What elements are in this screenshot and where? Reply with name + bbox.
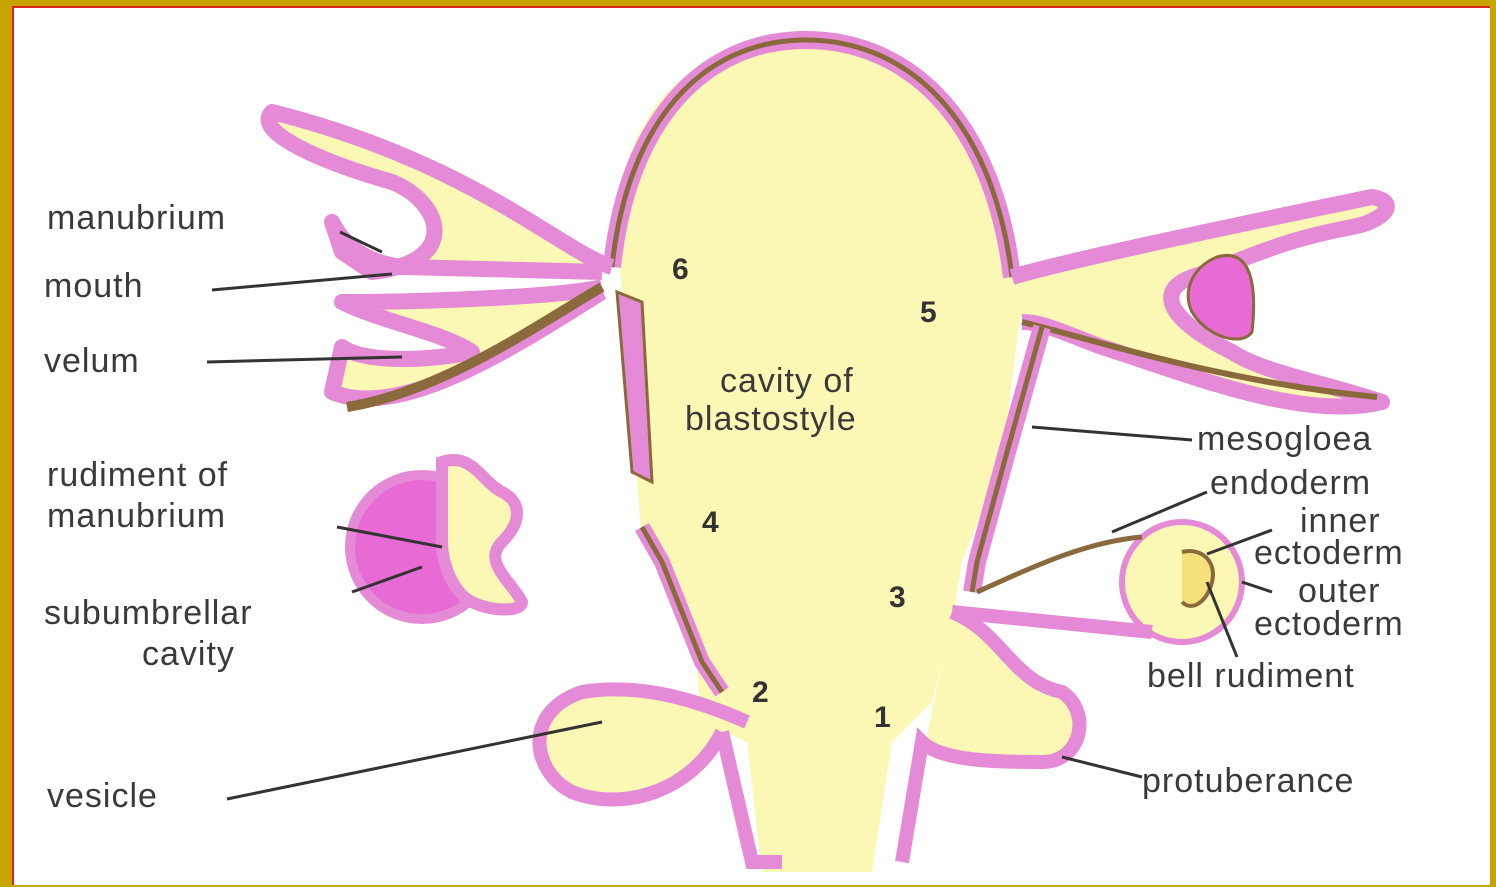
label-mesogloea: mesogloea	[1197, 420, 1372, 458]
leader-mesogloea	[1032, 427, 1192, 440]
diagram-panel: 6 5 4 3 2 1 cavity of blastostyle manubr…	[12, 6, 1490, 885]
label-outer-line2: ectoderm	[1254, 605, 1404, 643]
label-velum: velum	[44, 342, 140, 380]
rudiment-manubrium	[442, 460, 522, 610]
label-manubrium: manubrium	[47, 199, 226, 237]
label-cavity-line1: cavity of	[720, 362, 854, 400]
label-cavity-line2: blastostyle	[685, 400, 857, 438]
label-inner-line2: ectoderm	[1254, 534, 1404, 572]
leader-mouth	[212, 274, 392, 290]
label-protuberance: protuberance	[1142, 762, 1354, 800]
vesicle-bud	[540, 689, 748, 799]
stage-1: 1	[874, 701, 891, 734]
label-rudiment-line2: manubrium	[47, 497, 226, 535]
stage-2: 2	[752, 676, 769, 709]
bell-rudiment-link	[977, 537, 1142, 592]
stage-3: 3	[889, 581, 906, 614]
label-endoderm: endoderm	[1210, 464, 1371, 502]
leader-protuberance	[1062, 757, 1142, 777]
label-subumbrellar-line1: subumbrellar	[44, 594, 253, 632]
label-subumbrellar-line2: cavity	[142, 635, 235, 673]
leader-outer-ectoderm	[1242, 582, 1272, 592]
medusa-upper-left	[269, 112, 612, 399]
label-rudiment-line1: rudiment of	[47, 456, 228, 494]
label-vesicle: vesicle	[47, 777, 158, 815]
stage-5: 5	[920, 296, 937, 329]
blastostyle-diagram: 6 5 4 3 2 1 cavity of blastostyle manubr…	[14, 8, 1492, 887]
stage-6: 6	[672, 253, 689, 286]
label-bell-rudiment: bell rudiment	[1147, 657, 1355, 695]
stage-4: 4	[702, 506, 719, 539]
label-mouth: mouth	[44, 267, 144, 305]
